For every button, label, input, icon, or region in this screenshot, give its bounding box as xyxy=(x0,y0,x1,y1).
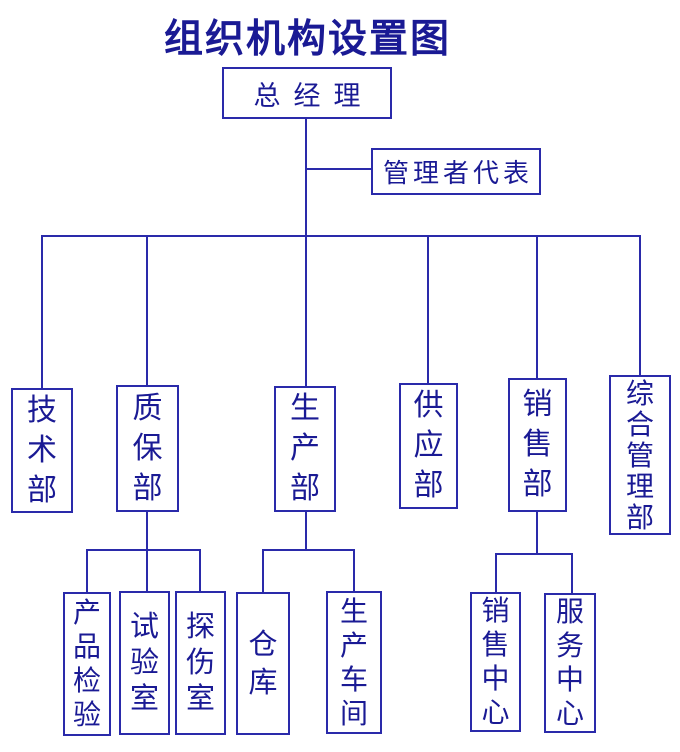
connector-drop-general-management xyxy=(639,235,641,375)
connector-drop-technology xyxy=(41,235,43,388)
node-label: 供应部 xyxy=(413,389,444,502)
connector-drop-supply xyxy=(427,235,429,383)
connector-drop-flaw-detection xyxy=(199,549,201,591)
node-label: 生产部 xyxy=(290,392,320,505)
connector-sales-rail xyxy=(495,553,573,555)
connector-qa-rail xyxy=(86,549,200,551)
node-dept-general-management: 综合管理部 xyxy=(609,375,671,535)
node-test-lab: 试验室 xyxy=(119,591,170,735)
connector-drop-production xyxy=(305,235,307,386)
connector-drop-sales-center xyxy=(495,553,497,592)
node-dept-technology: 技术部 xyxy=(11,388,73,513)
node-product-inspection: 产品检验 xyxy=(63,592,111,736)
connector-drop-warehouse xyxy=(262,549,264,592)
connector-main-rail xyxy=(41,235,641,237)
node-service-center: 服务中心 xyxy=(544,593,596,733)
node-production-workshop: 生产车间 xyxy=(326,591,382,734)
connector-sales-stem xyxy=(536,512,538,555)
node-label: 管理者代表 xyxy=(382,158,533,188)
node-label: 产品检验 xyxy=(72,597,101,730)
node-label: 生产车间 xyxy=(339,595,368,729)
node-label: 总经理 xyxy=(253,80,374,111)
node-label: 技术部 xyxy=(27,393,57,507)
connector-drop-quality xyxy=(146,235,148,385)
connector-production-stem xyxy=(305,512,307,551)
connector-root-drop xyxy=(305,119,307,237)
connector-drop-sales xyxy=(536,235,538,378)
node-label: 探伤室 xyxy=(185,611,215,715)
node-general-manager: 总经理 xyxy=(222,67,392,119)
node-warehouse: 仓库 xyxy=(236,592,290,735)
node-label: 仓库 xyxy=(248,628,278,699)
node-label: 试验室 xyxy=(129,611,159,715)
node-dept-production: 生产部 xyxy=(274,386,336,512)
node-dept-sales: 销售部 xyxy=(508,378,567,512)
node-label: 服务中心 xyxy=(555,596,584,729)
connector-drop-product-inspection xyxy=(86,549,88,592)
connector-production-rail xyxy=(262,549,354,551)
node-label: 销售部 xyxy=(522,388,553,501)
node-label: 销售中心 xyxy=(481,595,510,728)
node-flaw-detection-room: 探伤室 xyxy=(175,591,226,735)
connector-drop-service-center xyxy=(571,553,573,593)
node-management-representative: 管理者代表 xyxy=(371,148,541,195)
chart-title: 组织机构设置图 xyxy=(164,18,452,61)
node-label: 综合管理部 xyxy=(625,377,654,533)
connector-qa-stem xyxy=(146,512,148,591)
node-label: 质保部 xyxy=(132,391,163,505)
node-dept-quality-assurance: 质保部 xyxy=(116,385,179,512)
node-sales-center: 销售中心 xyxy=(470,592,521,732)
connector-representative-branch xyxy=(305,168,371,170)
node-dept-supply: 供应部 xyxy=(399,383,458,509)
connector-drop-workshop xyxy=(353,549,355,591)
